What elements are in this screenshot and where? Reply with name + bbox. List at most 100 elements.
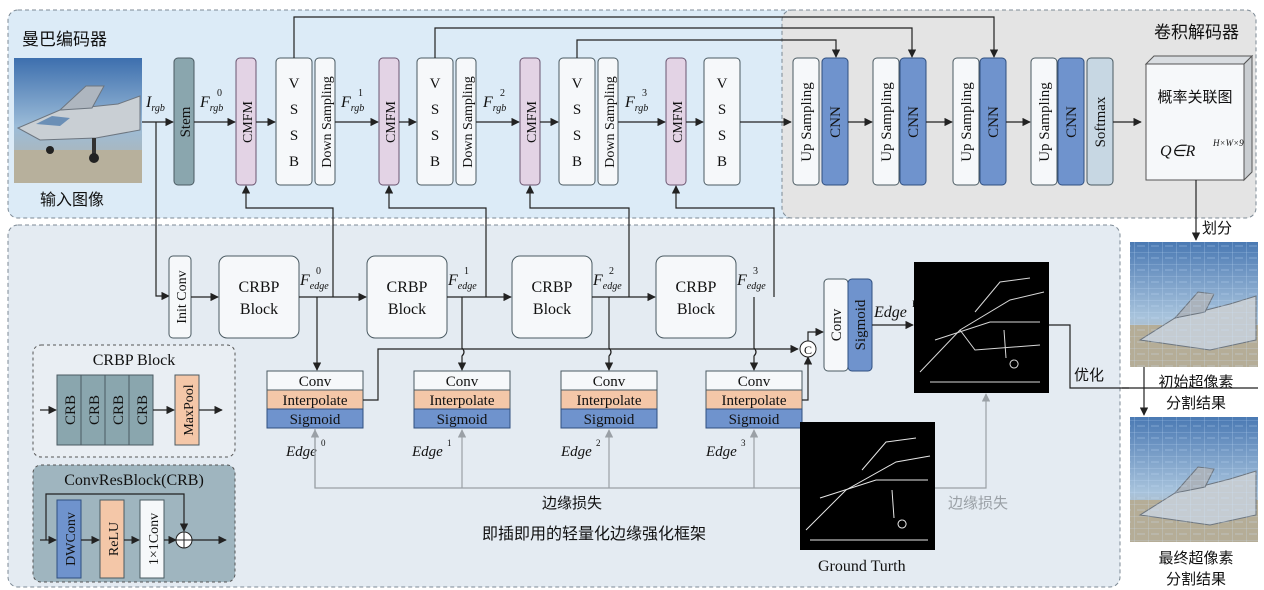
- down-sampling-block-3: Down Sampling: [598, 58, 618, 185]
- crb-legend-relu: ReLU: [100, 500, 124, 578]
- svg-text:CRBP: CRBP: [387, 279, 428, 296]
- svg-text:2: 2: [500, 88, 505, 99]
- svg-text:2: 2: [609, 266, 614, 277]
- concat-node: C: [800, 341, 816, 357]
- svg-text:1×1Conv: 1×1Conv: [147, 513, 162, 565]
- svg-text:1: 1: [464, 266, 469, 277]
- input-image-label: 输入图像: [40, 190, 104, 209]
- decoder-cnn-3: CNN: [980, 58, 1006, 185]
- svg-text:S: S: [431, 128, 439, 144]
- svg-text:Block: Block: [533, 301, 571, 318]
- crbp-block-4: CRBP Block: [656, 256, 736, 338]
- svg-text:ReLU: ReLU: [107, 522, 122, 556]
- stem-label: Stem: [178, 106, 194, 137]
- crbp-legend-title: CRBP Block: [93, 352, 176, 369]
- svg-text:CMFM: CMFM: [241, 100, 256, 143]
- decoder-cnn-1: CNN: [822, 58, 848, 185]
- svg-text:Down Sampling: Down Sampling: [461, 76, 476, 167]
- svg-text:C: C: [804, 343, 812, 357]
- svg-text:0: 0: [316, 266, 321, 277]
- decoder-up-sampling-1: Up Sampling: [793, 58, 819, 185]
- crbp-block-2: CRBP Block: [367, 256, 447, 338]
- decoder-title: 卷积解码器: [1154, 23, 1239, 43]
- svg-text:CRB: CRB: [63, 395, 79, 425]
- edge-head-1: Conv Interpolate Sigmoid: [414, 371, 510, 428]
- svg-text:CRBP: CRBP: [532, 279, 573, 296]
- svg-text:CMFM: CMFM: [384, 100, 399, 143]
- crbp-legend-maxpool: MaxPool: [175, 375, 199, 445]
- svg-text:CRB: CRB: [111, 395, 127, 425]
- svg-text:Q∈R: Q∈R: [1160, 143, 1195, 160]
- svg-text:V: V: [430, 76, 441, 92]
- residual-add-node: [176, 532, 192, 548]
- svg-text:Up Sampling: Up Sampling: [959, 82, 975, 162]
- decoder-up-sampling-2: Up Sampling: [873, 58, 899, 185]
- cmfm-block-4: CMFM: [666, 58, 686, 185]
- down-sampling-block-2: Down Sampling: [456, 58, 476, 185]
- edge-head-2: Conv Interpolate Sigmoid: [561, 371, 657, 428]
- svg-text:Up Sampling: Up Sampling: [879, 82, 895, 162]
- svg-text:3: 3: [741, 438, 746, 448]
- svg-text:Conv: Conv: [593, 374, 626, 390]
- svg-text:S: S: [573, 102, 581, 118]
- svg-text:V: V: [572, 76, 583, 92]
- svg-text:CRBP: CRBP: [239, 279, 280, 296]
- svg-text:Block: Block: [677, 301, 715, 318]
- svg-text:Block: Block: [388, 301, 426, 318]
- crbp-legend-crb-4: CRB: [129, 375, 153, 445]
- svg-text:Interpolate: Interpolate: [722, 393, 787, 409]
- svg-text:S: S: [290, 102, 298, 118]
- decoder-up-sampling-4: Up Sampling: [1031, 58, 1057, 185]
- svg-text:Edge: Edge: [411, 444, 443, 460]
- svg-text:2: 2: [596, 438, 601, 448]
- fusion-conv: Conv: [824, 279, 848, 371]
- svg-text:Edge: Edge: [560, 444, 592, 460]
- svg-text:CRB: CRB: [87, 395, 103, 425]
- cmfm-block-3: CMFM: [520, 58, 540, 185]
- encoder-title: 曼巴编码器: [22, 30, 107, 50]
- svg-text:Interpolate: Interpolate: [283, 393, 348, 409]
- init-conv-block: Init Conv: [169, 256, 191, 338]
- svg-text:Conv: Conv: [446, 374, 479, 390]
- svg-text:S: S: [431, 102, 439, 118]
- svg-text:0: 0: [217, 88, 222, 99]
- svg-text:Sigmoid: Sigmoid: [290, 412, 341, 428]
- svg-text:B: B: [572, 154, 582, 170]
- svg-text:B: B: [430, 154, 440, 170]
- svg-text:CRB: CRB: [135, 395, 151, 425]
- divide-label: 划分: [1202, 219, 1232, 237]
- predicted-edge-map: [914, 262, 1049, 393]
- svg-text:V: V: [717, 76, 728, 92]
- cmfm-block-1: CMFM: [236, 58, 256, 185]
- crb-legend-conv1x1: 1×1Conv: [140, 500, 164, 578]
- svg-text:Interpolate: Interpolate: [430, 393, 495, 409]
- crbp-legend-crb-3: CRB: [105, 375, 129, 445]
- svg-text:1: 1: [447, 438, 452, 448]
- edge-loss-label: 边缘损失: [542, 494, 602, 512]
- svg-text:Init Conv: Init Conv: [175, 270, 190, 323]
- svg-text:0: 0: [321, 438, 326, 448]
- svg-text:Up Sampling: Up Sampling: [1037, 82, 1053, 162]
- svg-text:1: 1: [358, 88, 363, 99]
- svg-text:CMFM: CMFM: [671, 100, 686, 143]
- decoder-softmax: Softmax: [1087, 58, 1113, 185]
- svg-text:S: S: [290, 128, 298, 144]
- crb-legend-dwconv: DWConv: [57, 500, 81, 578]
- edge-head-3: Conv Interpolate Sigmoid: [706, 371, 802, 428]
- svg-text:Conv: Conv: [299, 374, 332, 390]
- svg-text:DWConv: DWConv: [64, 512, 79, 566]
- crb-legend-title: ConvResBlock(CRB): [64, 472, 204, 489]
- edge-loss-label-2: 边缘损失: [948, 494, 1008, 512]
- svg-text:Sigmoid: Sigmoid: [853, 299, 869, 350]
- svg-text:3: 3: [642, 88, 647, 99]
- svg-text:Sigmoid: Sigmoid: [729, 412, 780, 428]
- input-image: [14, 58, 142, 183]
- svg-text:CMFM: CMFM: [525, 100, 540, 143]
- decoder-cnn-2: CNN: [900, 58, 926, 185]
- ground-truth-map: [800, 422, 935, 550]
- svg-text:CRBP: CRBP: [676, 279, 717, 296]
- vssb-block-1: V S S B: [276, 58, 312, 185]
- svg-text:V: V: [289, 76, 300, 92]
- ground-truth-label: Ground Turth: [818, 558, 906, 575]
